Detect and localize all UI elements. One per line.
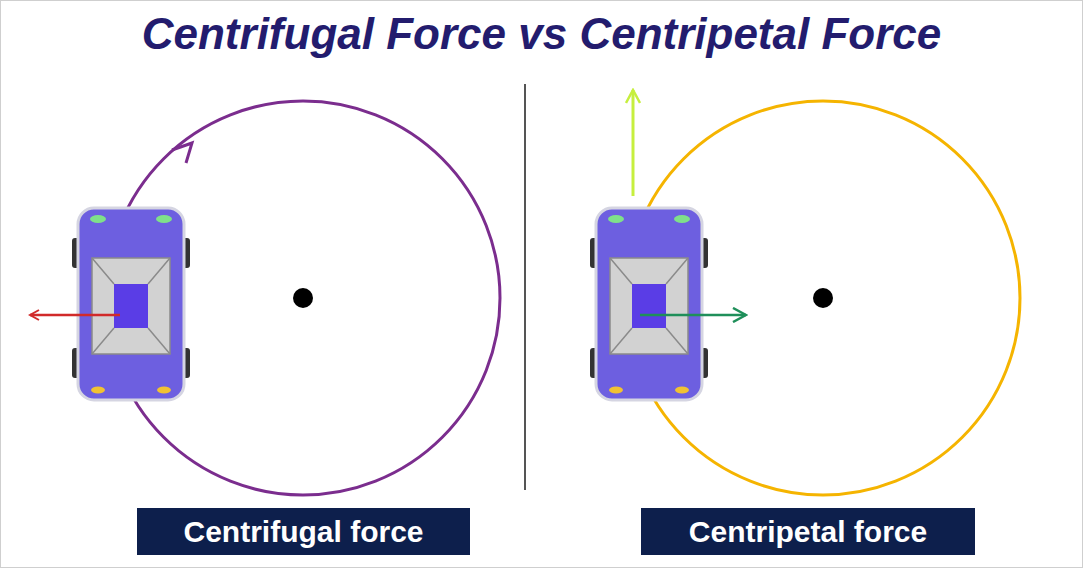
force-arrow [640,314,746,317]
diagram-title: Centrifugal Force vs Centripetal Force [0,6,1083,62]
label-text: Centrifugal force [183,514,423,550]
label-box: Centripetal force [641,508,975,555]
velocity-arrow [632,90,635,196]
direction-arrow [172,143,192,163]
label-box: Centrifugal force [137,508,470,555]
force-arrow [30,314,120,317]
divider-line [524,84,526,490]
center-dot [293,288,313,308]
center-dot [813,288,833,308]
car-icon [590,208,708,400]
label-text: Centripetal force [689,514,927,550]
car-icon [72,208,190,400]
